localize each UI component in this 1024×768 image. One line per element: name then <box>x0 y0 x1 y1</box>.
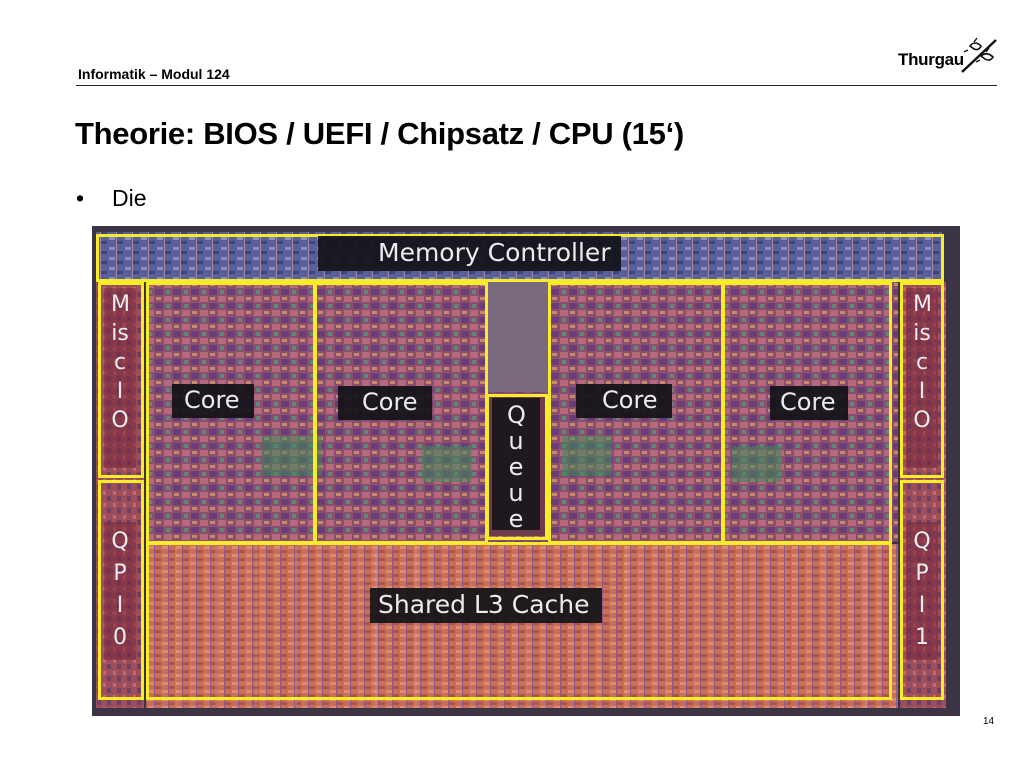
course-title: Informatik – Modul 124 <box>78 66 230 82</box>
cpu-die-diagram: Memory Controller Core Core Core Core Qu… <box>92 226 960 716</box>
qpi-right-block <box>900 480 944 700</box>
qpi-left-label: QPI0 <box>104 522 136 660</box>
qpi-left-block <box>98 480 144 700</box>
memory-controller-label: Memory Controller <box>318 236 621 271</box>
misc-io-right-block <box>900 282 944 478</box>
l3-cache-label: Shared L3 Cache <box>370 588 602 623</box>
bullet-dot: • <box>76 185 85 211</box>
bullet-item: • Die <box>76 185 147 212</box>
misc-io-right-text: MiscIO <box>913 292 932 433</box>
bullet-text: Die <box>112 185 147 211</box>
queue-block <box>486 394 548 540</box>
core-label-3: Core <box>576 384 672 418</box>
misc-io-right-label: MiscIO <box>906 288 938 468</box>
thurgau-logo: Thurgau <box>898 36 1002 80</box>
queue-label: Queue <box>492 398 540 533</box>
core-label-4: Core <box>770 386 848 420</box>
logo-text: Thurgau <box>898 50 964 69</box>
l3-cache-block <box>146 542 892 700</box>
header-divider <box>76 85 997 86</box>
core-label-2: Core <box>338 386 432 420</box>
core-label-1: Core <box>172 384 254 418</box>
canton-crest-icon <box>961 37 997 73</box>
qpi-right-label: QPI1 <box>906 522 938 660</box>
page-number: 14 <box>983 716 995 727</box>
misc-io-left-block <box>98 282 144 478</box>
qpi-left-text: QPI0 <box>111 529 129 650</box>
qpi-right-text: QPI1 <box>913 529 931 650</box>
misc-io-left-label: MiscIO <box>104 288 136 468</box>
slide-title: Theorie: BIOS / UEFI / Chipsatz / CPU (1… <box>75 116 684 151</box>
memory-controller-block <box>96 234 944 282</box>
queue-text: Queue <box>507 401 526 533</box>
misc-io-left-text: MiscIO <box>111 292 130 433</box>
